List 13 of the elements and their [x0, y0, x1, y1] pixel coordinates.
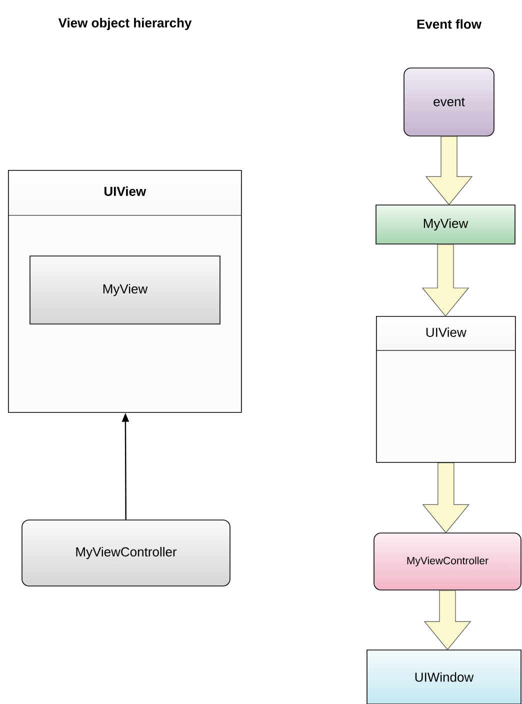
container-box: UIView — [376, 316, 516, 463]
block-arrow — [425, 136, 473, 206]
class-box: MyViewController — [374, 532, 522, 590]
class-box: MyView — [376, 204, 516, 244]
block-arrow — [422, 244, 470, 316]
block-arrow — [424, 590, 472, 650]
class-box: MyView — [30, 256, 220, 324]
heading: View object hierarchy — [58, 18, 192, 30]
heading: Event flow — [417, 19, 482, 29]
class-box: MyViewController — [22, 520, 230, 586]
block-arrow — [422, 462, 470, 534]
event-box: event — [404, 68, 494, 136]
class-box: UIWindow — [366, 650, 522, 704]
